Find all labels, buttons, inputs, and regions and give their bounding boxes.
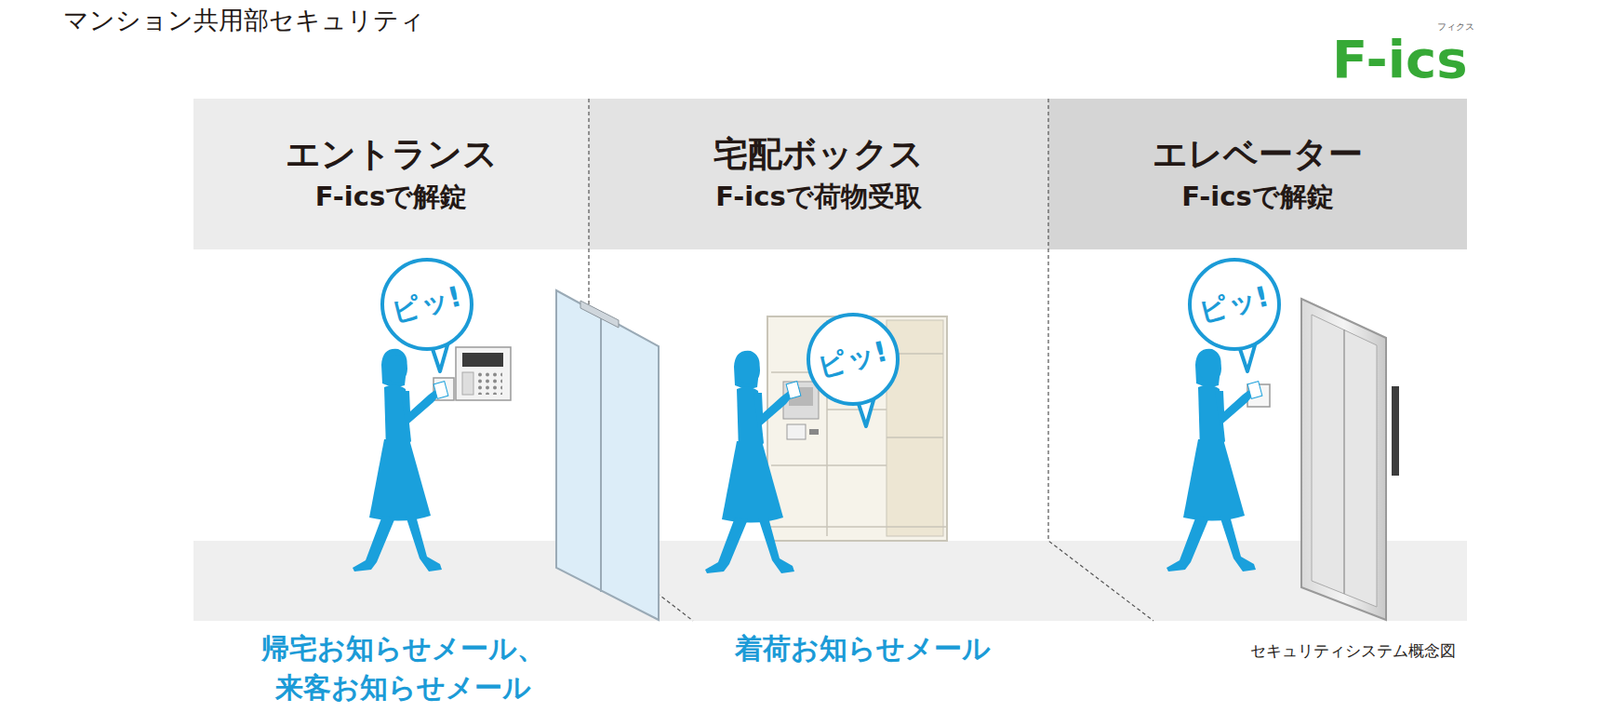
notice-text: 着荷お知らせメール	[704, 628, 1021, 668]
page-title: マンション共用部セキュリティ	[63, 1, 426, 40]
header-band: エレベーターF-icsで解錠	[1048, 98, 1467, 250]
band-heading: 宅配ボックス	[713, 132, 924, 177]
band-subheading: F-icsで解錠	[1181, 176, 1334, 216]
speech-bubble: ピッ!	[380, 257, 474, 351]
logo-reading: フィクス	[1437, 22, 1475, 32]
band-heading: エレベーター	[1152, 132, 1363, 177]
speech-bubble: ピッ!	[806, 312, 900, 406]
band-subheading: F-icsで荷物受取	[715, 176, 921, 216]
band-heading: エントランス	[285, 132, 498, 177]
logo-mark: F-ics	[1332, 33, 1468, 86]
band-subheading: F-icsで解錠	[315, 176, 467, 216]
notice-text: 帰宅お知らせメール、 来客お知らせメール	[244, 628, 561, 707]
speech-bubble: ピッ!	[1187, 257, 1281, 351]
figure-caption: セキュリティシステム概念図	[1250, 640, 1456, 661]
header-band: 宅配ボックスF-icsで荷物受取	[588, 98, 1049, 250]
header-band: エントランスF-icsで解錠	[193, 98, 589, 250]
